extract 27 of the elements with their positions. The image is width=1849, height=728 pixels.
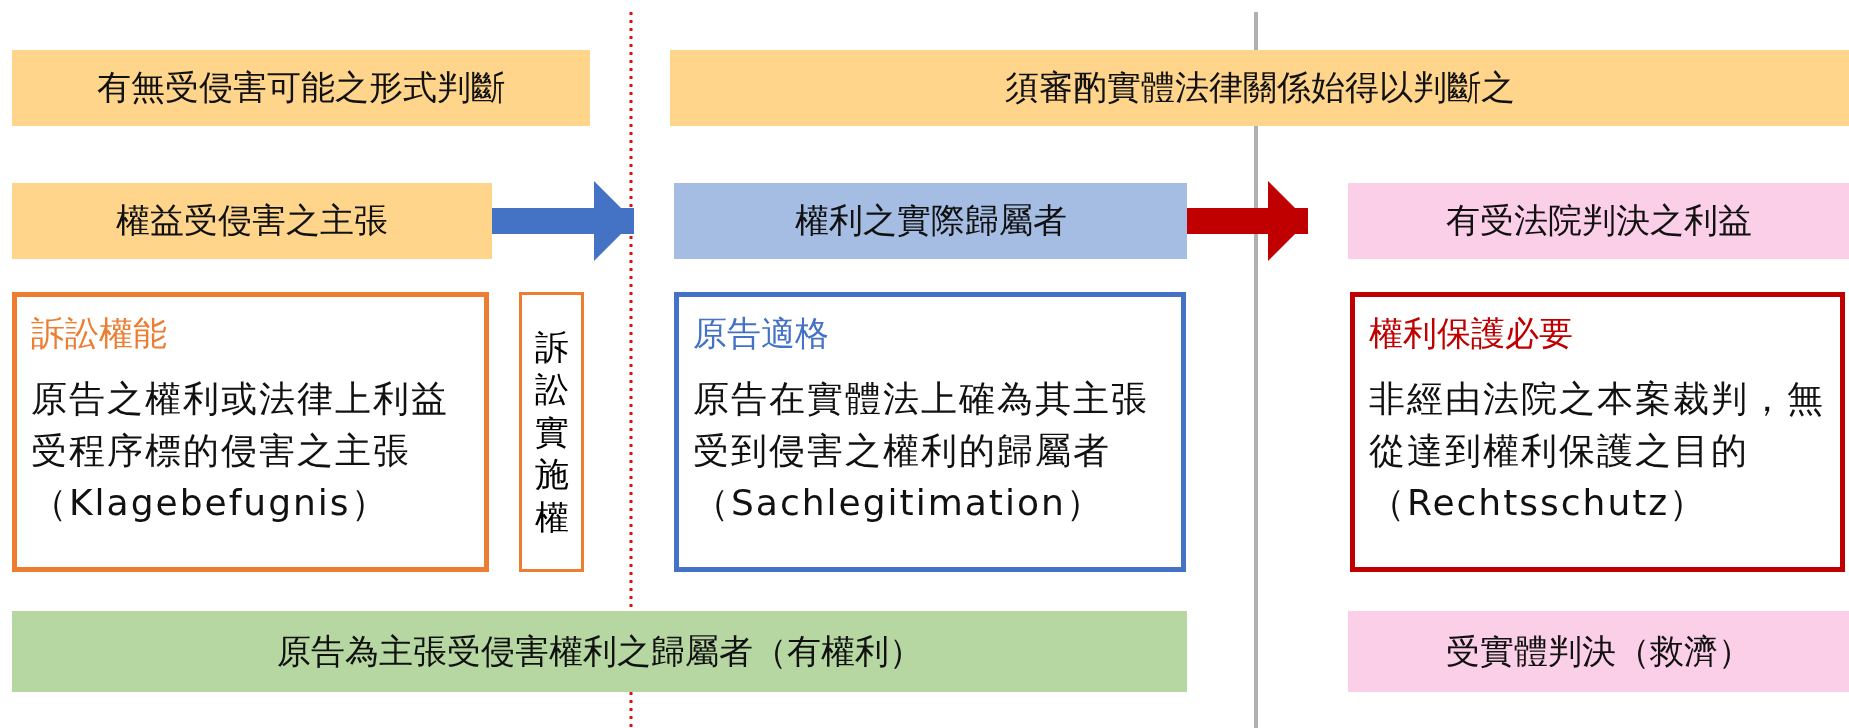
card-heading: 權利保護必要 [1369,312,1574,355]
concept-card [1350,292,1845,572]
band-text: 受實體判決（救濟） [1445,629,1752,673]
card-text: 非經由法院之本案裁判，無從達到權利保護之目的（Rechtsschutz） [1369,377,1826,526]
label-band [12,611,1187,692]
concept-card [674,292,1186,572]
label-band [12,183,492,259]
label-band [1348,183,1849,259]
card-heading: 訴訟權能 [31,312,168,355]
label-band [1348,611,1849,692]
band-text: 權益受侵害之主張 [116,199,388,242]
block-arrow [1187,181,1308,261]
card-text: 原告在實體法上確為其主張受到侵害之權利的歸屬者（Sachlegitimation） [693,377,1150,526]
label-band [12,50,590,126]
label-band [674,183,1187,259]
band-text: 有無受侵害可能之形式判斷 [97,66,505,109]
band-text: 須審酌實體法律關係始得以判斷之 [1004,66,1515,109]
band-text: 權利之實際歸屬者 [794,199,1067,242]
concept-card [12,292,489,572]
vertical-text: 訴訟實施權 [533,325,570,539]
vertical-label-box [519,292,584,572]
band-text: 有受法院判決之利益 [1445,199,1752,242]
label-band [670,50,1849,126]
band-text: 原告為主張受侵害權利之歸屬者（有權利） [276,629,923,673]
card-heading: 原告適格 [693,312,830,355]
card-text: 原告之權利或法律上利益受程序標的侵害之主張（Klagebefugnis） [31,377,450,526]
block-arrow [492,181,634,261]
